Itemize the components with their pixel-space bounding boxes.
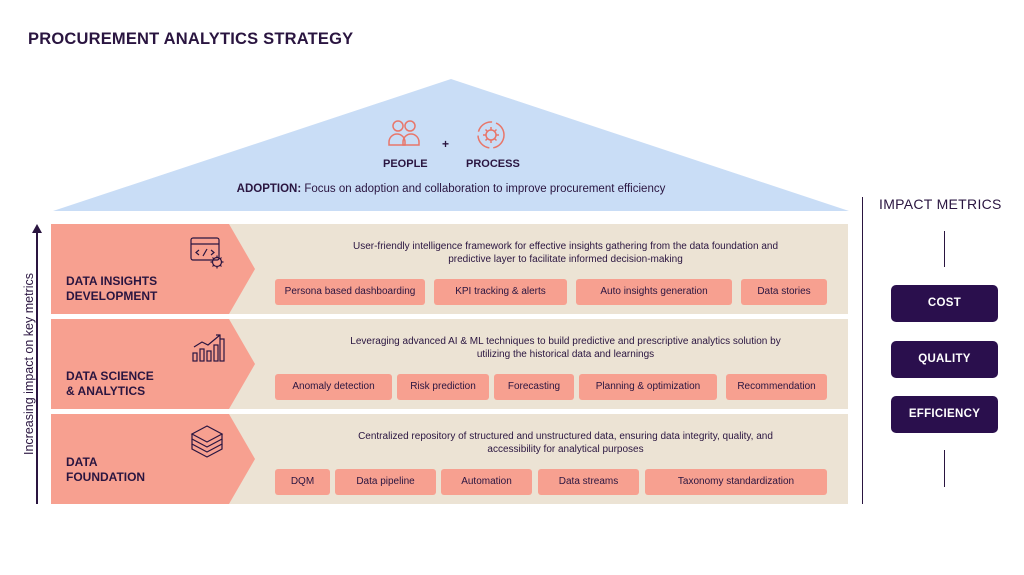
chip-persona-dashboarding: Persona based dashboarding: [275, 279, 425, 305]
chip-automation: Automation: [441, 469, 532, 495]
chip-data-pipeline: Data pipeline: [335, 469, 436, 495]
row-description: Centralized repository of structured and…: [358, 431, 773, 455]
chip-data-stories: Data stories: [741, 279, 827, 305]
chip-data-streams: Data streams: [538, 469, 639, 495]
chip-planning-optimization: Planning & optimization: [579, 374, 717, 400]
adoption-label: ADOPTION:: [236, 183, 302, 195]
row-data-science-analytics: DATA SCIENCE& ANALYTICS Leveraging advan…: [51, 319, 848, 409]
metric-efficiency: EFFICIENCY: [891, 396, 998, 433]
row-description: Leveraging advanced AI & ML techniques t…: [350, 336, 781, 360]
metrics-connector-bottom: [944, 450, 945, 487]
metric-cost: COST: [891, 285, 998, 322]
chip-anomaly-detection: Anomaly detection: [275, 374, 392, 400]
axis-arrow-head: [32, 224, 42, 233]
axis-label: Increasing impact on key metrics: [22, 273, 36, 456]
people-icon: [387, 118, 421, 153]
chip-risk-prediction: Risk prediction: [397, 374, 489, 400]
plus-sign: +: [442, 137, 450, 151]
adoption-roof: [53, 79, 849, 211]
row-header: DATA SCIENCE& ANALYTICS: [51, 319, 256, 409]
chip-taxonomy-standardization: Taxonomy standardization: [645, 469, 827, 495]
chip-auto-insights: Auto insights generation: [576, 279, 732, 305]
process-gear-icon: [475, 119, 507, 156]
page-title: PROCUREMENT ANALYTICS STRATEGY: [28, 30, 354, 48]
metrics-divider: [862, 197, 863, 504]
chip-kpi-tracking: KPI tracking & alerts: [434, 279, 567, 305]
chip-forecasting: Forecasting: [494, 374, 574, 400]
metrics-connector-top: [944, 231, 945, 267]
people-label: PEOPLE: [383, 158, 428, 170]
chip-recommendation: Recommendation: [726, 374, 827, 400]
process-label: PROCESS: [466, 158, 520, 170]
impact-metrics-title: IMPACT METRICS: [879, 196, 1002, 212]
row-title: DATA SCIENCE& ANALYTICS: [66, 369, 154, 398]
metric-quality: QUALITY: [891, 341, 998, 378]
row-description: User-friendly intelligence framework for…: [352, 241, 779, 265]
adoption-statement: ADOPTION: Focus on adoption and collabor…: [0, 183, 902, 195]
axis-arrow-line: [36, 232, 38, 504]
adoption-text: Focus on adoption and collaboration to i…: [301, 183, 666, 195]
chip-dqm: DQM: [275, 469, 330, 495]
